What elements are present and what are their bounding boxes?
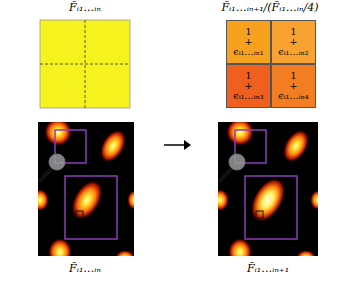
math-label: F̃ᵢ₁…ᵢₙ [69,1,101,14]
grid-cell: 1 + ϵᵢ₁…ᵢₙ₂ [271,20,316,64]
magnifier-handle [220,169,231,181]
zoom-box [65,176,117,239]
cell-formula: 1 + ϵᵢ₁…ᵢₙ₂ [275,27,313,57]
cell-formula: 1 + ϵᵢ₁…ᵢₙ₄ [275,71,313,101]
pixel-marker [256,211,263,218]
pixel-marker [76,211,83,218]
cell-formula: 1 + ϵᵢ₁…ᵢₙ₃ [230,71,268,101]
grid-cell: 1 + ϵᵢ₁…ᵢₙ₄ [271,64,316,108]
grid-cell: 1 + ϵᵢ₁…ᵢₙ₃ [226,64,271,108]
zoom-box [245,176,297,239]
magnifier-lens [229,154,245,170]
math-label: F̃ᵢ₁…ᵢₙ [69,262,101,275]
arrowhead [184,140,191,150]
grid-cell: 1 + ϵᵢ₁…ᵢₙ₁ [226,20,271,64]
math-label: F̃ᵢ₁…ᵢₙ₊₁/(F̃ᵢ₁…ᵢₙ/4) [221,1,318,14]
arrow [164,144,186,146]
cell-formula: 1 + ϵᵢ₁…ᵢₙ₁ [230,27,268,57]
parent-square [40,20,130,108]
magnifier-handle [40,169,51,181]
math-label: F̃ᵢ₁…ᵢₙ₊₁ [247,262,289,275]
dashed-divider [40,64,130,65]
heatmap [218,122,318,256]
magnifier-lens [49,154,65,170]
heatmap [38,122,134,256]
